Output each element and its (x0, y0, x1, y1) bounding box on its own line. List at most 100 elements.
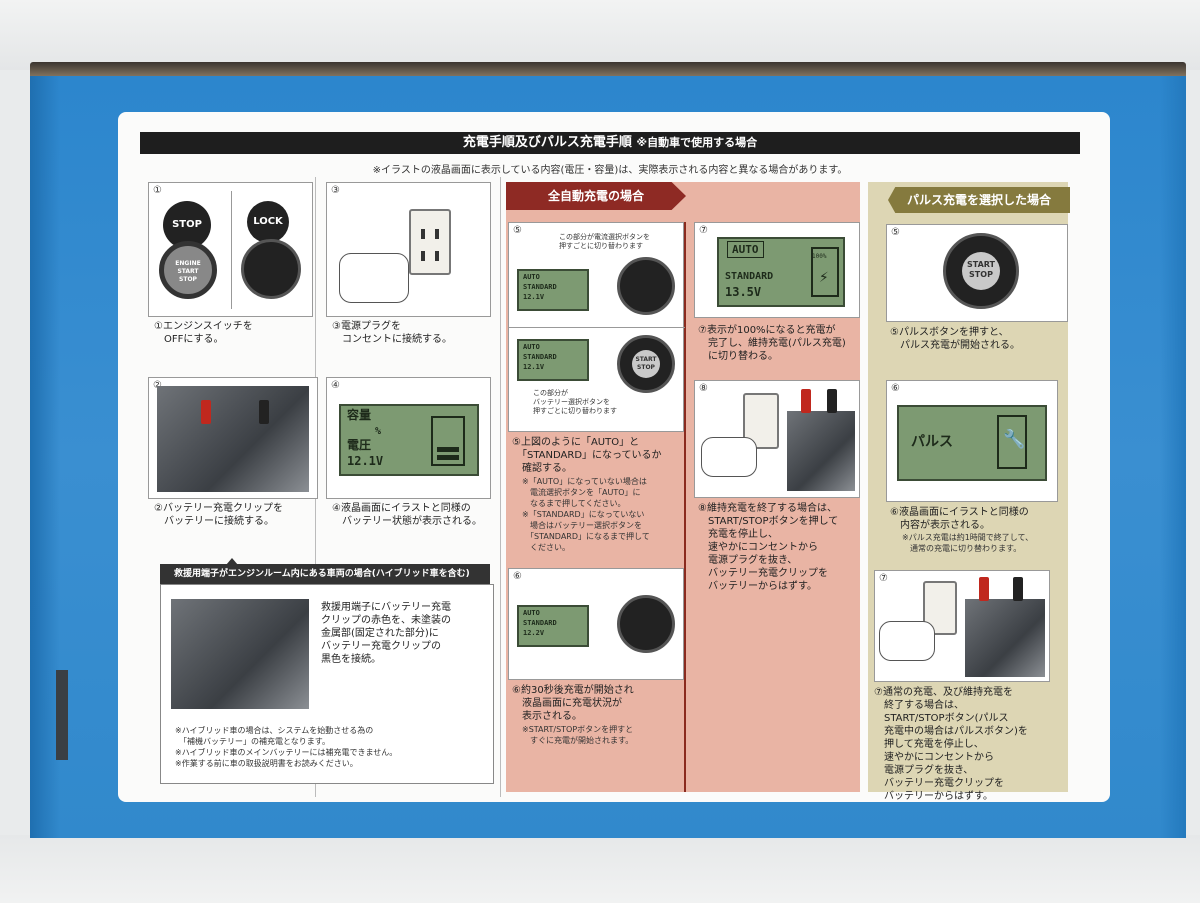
auto-step5-caption: ⑤上図のように「AUTO」と 「STANDARD」になっているか 確認する。 (512, 437, 662, 474)
auto-step5-note-bottom: この部分が バッテリー選択ボタンを 押すごとに切り替わります (533, 389, 617, 415)
step2-number: ② (153, 380, 162, 391)
auto-step8-number: ⑧ (699, 383, 708, 394)
pulse-step7-caption: ⑦通常の充電、及び維持充電を 終了する場合は、 START/STOPボタン(パル… (874, 687, 1028, 802)
pulse-step5-number: ⑤ (891, 227, 900, 238)
auto-step5-lcd-text-top: AUTO STANDARD 12.1V (523, 273, 557, 301)
auto-step6-dial (617, 595, 675, 653)
engine-start-stop-icon: ENGINE START STOP (159, 241, 217, 299)
column-divider-2 (500, 177, 501, 797)
auto-step8-hand-icon (701, 437, 757, 477)
auto-step5-lcd-text-bottom: AUTO STANDARD 12.1V (523, 343, 557, 371)
auto-step8-black-clip-icon (827, 389, 837, 413)
red-clip-icon (201, 400, 211, 424)
lcd-percent-label: % (375, 426, 382, 437)
battery-level-bar (437, 447, 459, 452)
instruction-title: 充電手順及びパルス充電手順 (462, 135, 632, 150)
lcd-disclaimer: ※イラストの液晶画面に表示している内容(電圧・容量)は、実際表示される内容と異な… (372, 165, 848, 176)
instruction-panel: 充電手順及びパルス充電手順 ※自動車で使用する場合 ※イラストの液晶画面に表示し… (118, 112, 1110, 802)
auto-step8-battery-photo (787, 411, 855, 491)
box-top-edge (30, 62, 1186, 78)
pulse-step6-lcd-text: パルス (911, 434, 953, 450)
auto-step7-box: ⑦ AUTO STANDARD 13.5V 100% ⚡ (694, 222, 860, 318)
start-stop-button-icon: START STOP (632, 350, 660, 378)
wrench-icon: 🔧 (1003, 429, 1026, 450)
outlet-slot (435, 229, 439, 239)
auto-step5-number: ⑤ (513, 225, 522, 236)
auto-step6-caption: ⑥約30秒後充電が開始され 液晶画面に充電状況が 表示される。 (512, 685, 634, 722)
box-side-tab (56, 670, 68, 760)
box-left-shade (30, 76, 60, 838)
auto-step7-number: ⑦ (699, 225, 708, 236)
auto-step6-note: ※START/STOPボタンを押すと すぐに充電が開始されます。 (522, 725, 634, 745)
lock-label: LOCK (253, 216, 283, 227)
outlet-slot (421, 229, 425, 239)
instruction-title-bar: 充電手順及びパルス充電手順 ※自動車で使用する場合 (140, 132, 1080, 154)
ignition-key-icon (241, 239, 301, 299)
charging-bolt-icon: ⚡ (819, 267, 829, 286)
pulse-charge-header: パルス充電を選択した場合 (888, 187, 1070, 213)
auto-step7-lcd-standard: STANDARD (725, 271, 774, 282)
hybrid-notes: ※ハイブリッド車の場合は、システムを始動させる為の 「補機バッテリー」の補充電と… (175, 726, 398, 768)
auto-column-divider (684, 222, 686, 792)
hybrid-tab-arrow (226, 558, 238, 565)
auto-step7-caption: ⑦表示が100%になると充電が 完了し、維持充電(パルス充電) に切り替わる。 (698, 325, 846, 362)
pulse-step5-dial: START STOP (943, 233, 1019, 309)
black-clip-icon (259, 400, 269, 424)
engine-start-stop-label: ENGINE START STOP (175, 260, 201, 283)
pulse-step5-dial-text: START STOP (966, 260, 996, 279)
battery-clip-photo (157, 386, 309, 492)
pulse-step7-box: ⑦ (874, 570, 1050, 682)
outlet-slot (421, 251, 425, 261)
box-right-shade (1160, 76, 1186, 838)
auto-step7-lcd-percent: 100% (812, 253, 827, 260)
outlet-slot (435, 251, 439, 261)
lock-label-icon: LOCK (247, 201, 289, 243)
pulse-step5-caption: ⑤パルスボタンを押すと、 パルス充電が開始される。 (890, 327, 1020, 351)
step1-divider (231, 191, 232, 309)
battery-level-bar (437, 455, 459, 460)
auto-step5-box: ⑤ この部分が電流選択ボタンを 押すごとに切り替わります AUTO STANDA… (508, 222, 685, 432)
auto-step5-dial-bottom: START STOP (617, 335, 675, 393)
hybrid-text: 救援用端子にバッテリー充電 クリップの赤色を、未塗装の 金属部(固定された部分)… (321, 602, 451, 665)
step4-number: ④ (331, 380, 340, 391)
step2-caption: ②バッテリー充電クリップを バッテリーに接続する。 (154, 503, 283, 527)
pulse-step7-black-clip-icon (1013, 577, 1023, 601)
background-top (0, 0, 1200, 70)
instruction-title-note: ※自動車で使用する場合 (636, 136, 758, 149)
pulse-start-stop-icon: START STOP (962, 252, 1000, 290)
step3-box: ③ (326, 182, 491, 317)
pulse-step7-battery-photo (965, 599, 1045, 677)
hybrid-box: 救援用端子にバッテリー充電 クリップの赤色を、未塗装の 金属部(固定された部分)… (160, 584, 494, 784)
step1-number: ① (153, 185, 162, 196)
battery-level-icon (431, 416, 465, 466)
auto-step7-lcd-auto: AUTO (727, 241, 764, 258)
auto-step6-number: ⑥ (513, 571, 522, 582)
auto-step8-red-clip-icon (801, 389, 811, 413)
auto-step5-notes: ※「AUTO」になっていない場合は 電流選択ボタンを「AUTO」に なるまで押し… (522, 477, 650, 552)
step3-caption: ③電源プラグを コンセントに接続する。 (332, 321, 452, 345)
step4-lcd: 容量 % 電圧 12.1V (339, 404, 479, 476)
auto-step8-box: ⑧ (694, 380, 860, 498)
auto-step5-dial-top (617, 257, 675, 315)
auto-step6-box: ⑥ AUTO STANDARD 12.2V (508, 568, 684, 680)
background-bottom (0, 835, 1200, 903)
step1-caption: ①エンジンスイッチを OFFにする。 (154, 321, 253, 345)
engine-room-photo (171, 599, 309, 709)
auto-step5-divider (509, 327, 685, 328)
pulse-step7-red-clip-icon (979, 577, 989, 601)
pulse-step6-caption: ⑥液晶画面にイラストと同様の 内容が表示される。 (890, 507, 1029, 531)
pulse-step6-lcd: パルス 🔧 (897, 405, 1047, 481)
auto-step7-lcd-voltage: 13.5V (725, 285, 762, 299)
pulse-step7-number: ⑦ (879, 573, 888, 584)
auto-step7-lcd: AUTO STANDARD 13.5V 100% ⚡ (717, 237, 845, 307)
step3-number: ③ (331, 185, 340, 196)
pulse-step5-box: ⑤ START STOP (886, 224, 1068, 322)
lcd-voltage-label: 電圧 (347, 438, 372, 452)
auto-charge-header: 全自動充電の場合 (506, 182, 686, 210)
full-battery-icon: 100% ⚡ (811, 247, 839, 297)
auto-step5-note-top: この部分が電流選択ボタンを 押すごとに切り替わります (559, 233, 650, 250)
auto-step8-caption: ⑧維持充電を終了する場合は、 START/STOPボタンを押して 充電を停止し、… (698, 503, 839, 592)
step4-box: ④ 容量 % 電圧 12.1V (326, 377, 491, 499)
hand-plug-icon (339, 253, 409, 303)
lcd-voltage-value: 12.1V (347, 454, 384, 468)
